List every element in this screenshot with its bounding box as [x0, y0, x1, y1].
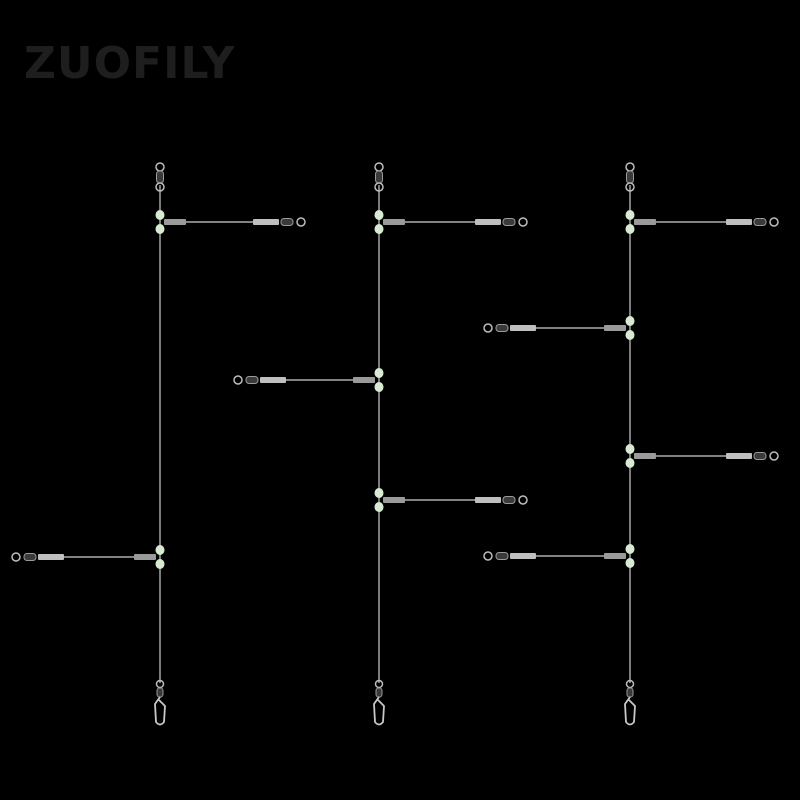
swivel-barrel-icon [753, 452, 767, 460]
crimp-sleeve-icon [383, 497, 405, 503]
top-swivel [374, 162, 384, 192]
glow-bead-icon [374, 488, 384, 498]
branch-1 [164, 217, 306, 227]
glow-bead-icon [625, 330, 635, 340]
crimp-sleeve-icon [634, 453, 656, 459]
crimp-sleeve-icon [164, 219, 186, 225]
bead-pair [625, 544, 635, 568]
branch-1 [383, 217, 528, 227]
swivel-ring-icon [233, 375, 243, 385]
swivel-ring-icon [518, 495, 528, 505]
crimp-sleeve-icon [604, 325, 626, 331]
bead-pair [155, 545, 165, 569]
swivel-ring-icon [11, 552, 21, 562]
crimp-sleeve-icon [134, 554, 156, 560]
branch-3 [634, 451, 779, 461]
swivel-ring-icon [518, 217, 528, 227]
bead-pair [625, 210, 635, 234]
glow-bead-icon [625, 458, 635, 468]
rig-two [233, 162, 528, 726]
glow-bead-icon [625, 224, 635, 234]
rig-one [11, 162, 306, 726]
swivel-ring-icon [374, 162, 384, 172]
swivel-barrel-icon [753, 218, 767, 226]
swivel-barrel-icon [156, 170, 164, 184]
rig-three [483, 162, 779, 726]
top-swivel [155, 162, 165, 192]
crimp-sleeve-icon [510, 553, 536, 559]
glow-bead-icon [155, 210, 165, 220]
crimp-sleeve-icon [253, 219, 279, 225]
crimp-sleeve-icon [726, 219, 752, 225]
bead-pair [374, 210, 384, 234]
snap-barrel-icon [626, 687, 634, 698]
glow-bead-icon [625, 316, 635, 326]
bead-pair [625, 444, 635, 468]
branch-2 [483, 323, 626, 333]
branch-2 [233, 375, 375, 385]
glow-bead-icon [374, 210, 384, 220]
bead-pair [155, 210, 165, 234]
swivel-barrel-icon [23, 553, 37, 561]
glow-bead-icon [374, 502, 384, 512]
swivel-ring-icon [769, 451, 779, 461]
swivel-barrel-icon [502, 496, 516, 504]
glow-bead-icon [155, 559, 165, 569]
bottom-snap [154, 679, 166, 726]
swivel-ring-icon [296, 217, 306, 227]
bead-pair [374, 368, 384, 392]
crimp-sleeve-icon [475, 219, 501, 225]
swivel-barrel-icon [626, 170, 634, 184]
swivel-ring-icon [155, 182, 165, 192]
crimp-sleeve-icon [260, 377, 286, 383]
swivel-barrel-icon [280, 218, 294, 226]
bottom-snap [624, 679, 636, 726]
swivel-barrel-icon [245, 376, 259, 384]
snap-barrel-icon [375, 687, 383, 698]
snap-barrel-icon [156, 687, 164, 698]
snap-clip-icon [154, 696, 166, 726]
branch-4 [483, 551, 626, 561]
glow-bead-icon [625, 544, 635, 554]
brand-watermark: ZUOFILY [24, 38, 236, 89]
glow-bead-icon [374, 368, 384, 378]
branch-2 [11, 552, 156, 562]
swivel-ring-icon [374, 182, 384, 192]
bottom-snap [373, 679, 385, 726]
bead-pair [374, 488, 384, 512]
glow-bead-icon [625, 444, 635, 454]
swivel-ring-icon [483, 551, 493, 561]
bead-pair [625, 316, 635, 340]
crimp-sleeve-icon [634, 219, 656, 225]
swivel-ring-icon [155, 162, 165, 172]
crimp-sleeve-icon [383, 219, 405, 225]
crimp-sleeve-icon [726, 453, 752, 459]
swivel-ring-icon [625, 162, 635, 172]
crimp-sleeve-icon [353, 377, 375, 383]
glow-bead-icon [155, 545, 165, 555]
glow-bead-icon [625, 558, 635, 568]
glow-bead-icon [155, 224, 165, 234]
crimp-sleeve-icon [510, 325, 536, 331]
swivel-barrel-icon [502, 218, 516, 226]
crimp-sleeve-icon [38, 554, 64, 560]
branch-1 [634, 217, 779, 227]
crimp-sleeve-icon [604, 553, 626, 559]
branch-3 [383, 495, 528, 505]
swivel-barrel-icon [495, 324, 509, 332]
swivel-barrel-icon [375, 170, 383, 184]
swivel-ring-icon [483, 323, 493, 333]
snap-clip-icon [373, 696, 385, 726]
swivel-ring-icon [769, 217, 779, 227]
swivel-barrel-icon [495, 552, 509, 560]
top-swivel [625, 162, 635, 192]
glow-bead-icon [374, 382, 384, 392]
glow-bead-icon [625, 210, 635, 220]
snap-clip-icon [624, 696, 636, 726]
glow-bead-icon [374, 224, 384, 234]
crimp-sleeve-icon [475, 497, 501, 503]
swivel-ring-icon [625, 182, 635, 192]
